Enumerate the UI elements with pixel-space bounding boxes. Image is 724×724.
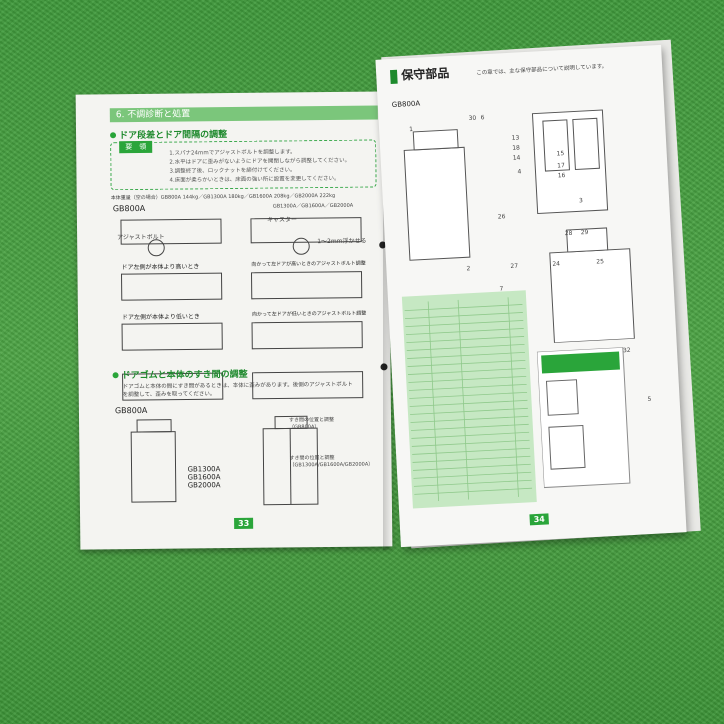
parts-diagram bbox=[403, 109, 635, 344]
part-number: 5 bbox=[647, 395, 652, 404]
case4-caption: 向かって左ドアが低いときのアジャストボルト調整 bbox=[251, 310, 367, 318]
part-number: 27 bbox=[510, 262, 519, 271]
part-number: 28 bbox=[564, 229, 573, 238]
part-number: 18 bbox=[512, 144, 521, 152]
case2-caption: ドア左側が本体より低いとき bbox=[121, 313, 200, 322]
case3-caption: 向かって左ドアが高いときのアジャストボルト調整 bbox=[251, 260, 366, 268]
model-label: GB800A bbox=[391, 99, 421, 110]
part-number: 4 bbox=[517, 168, 522, 176]
heading-door: ドア段差とドア間隔の調整 bbox=[110, 127, 227, 141]
left-page: 6. 不調診断と処置 ドア段差とドア間隔の調整 要 領 1.スパナ24mmでアジ… bbox=[75, 91, 393, 550]
bullet-icon bbox=[110, 132, 117, 139]
gasket-diagrams bbox=[130, 415, 319, 506]
adjust-diagrams bbox=[120, 217, 364, 401]
part-number: 2 bbox=[466, 265, 471, 273]
table-a-caption: すき間の位置と調整（GB800A） bbox=[289, 416, 335, 431]
gasket-text: ドアゴムと本体の間にすき間があるときは、本体に歪みがあります。後側のアジャストボ… bbox=[122, 381, 353, 399]
bullet-icon bbox=[112, 372, 119, 379]
right-page: 保守部品 この章では、主な保守部品について説明しています。 GB800A 30 … bbox=[375, 44, 687, 548]
page-title: 保守部品 bbox=[389, 64, 450, 84]
case1-caption: ドア左側が本体より高いとき bbox=[121, 263, 200, 272]
part-number: 30 bbox=[468, 114, 477, 123]
part-number: 26 bbox=[497, 213, 506, 221]
intro-text: この章では、主な保守部品について説明しています。 bbox=[476, 63, 608, 77]
procedure-box: 要 領 1.スパナ24mmでアジャストボルトを調整します。 2.水平はドアに歪み… bbox=[110, 139, 377, 191]
part-number: 16 bbox=[557, 172, 566, 180]
part-number: 24 bbox=[552, 260, 561, 268]
gap-label: 1〜2mm浮かせる bbox=[317, 237, 367, 246]
part-number: 25 bbox=[596, 258, 605, 266]
part-number: 15 bbox=[556, 150, 565, 158]
model-list: GB1300A GB1600A GB2000A bbox=[187, 465, 221, 490]
heading-gasket: ドアゴムと本体のすき間の調整 bbox=[112, 367, 248, 381]
section-header: 6. 不調診断と処置 bbox=[109, 105, 378, 123]
model-gb800a-b: GB800A bbox=[114, 405, 148, 416]
part-number: 1 bbox=[408, 125, 414, 134]
part-number: 6 bbox=[480, 114, 485, 122]
page-number-right: 34 bbox=[529, 513, 550, 526]
title-bar-icon bbox=[389, 69, 398, 84]
table-b-caption: すき間の位置と調整（GB1300A/GB1600A/GB2000A） bbox=[289, 454, 374, 469]
spine-shadow bbox=[383, 90, 393, 550]
product-label-image bbox=[536, 347, 631, 489]
part-number: 14 bbox=[512, 154, 521, 162]
part-number: 29 bbox=[580, 228, 589, 237]
part-number: 13 bbox=[511, 134, 520, 142]
parts-list-rows bbox=[404, 297, 533, 502]
part-number: 17 bbox=[557, 162, 566, 170]
procedure-label: 要 領 bbox=[119, 140, 153, 154]
page-number-left: 33 bbox=[234, 517, 254, 530]
adjust-bolt-label: アジャストボルト bbox=[117, 233, 165, 242]
model-group: GB1300A／GB1600A／GB2000A bbox=[272, 202, 354, 210]
part-number: 3 bbox=[578, 197, 584, 205]
caster-label: キャスター bbox=[266, 216, 298, 224]
weights-line: 本体重量（空の場合）GB800A 144kg／GB1300A 180kg／GB1… bbox=[110, 192, 336, 202]
